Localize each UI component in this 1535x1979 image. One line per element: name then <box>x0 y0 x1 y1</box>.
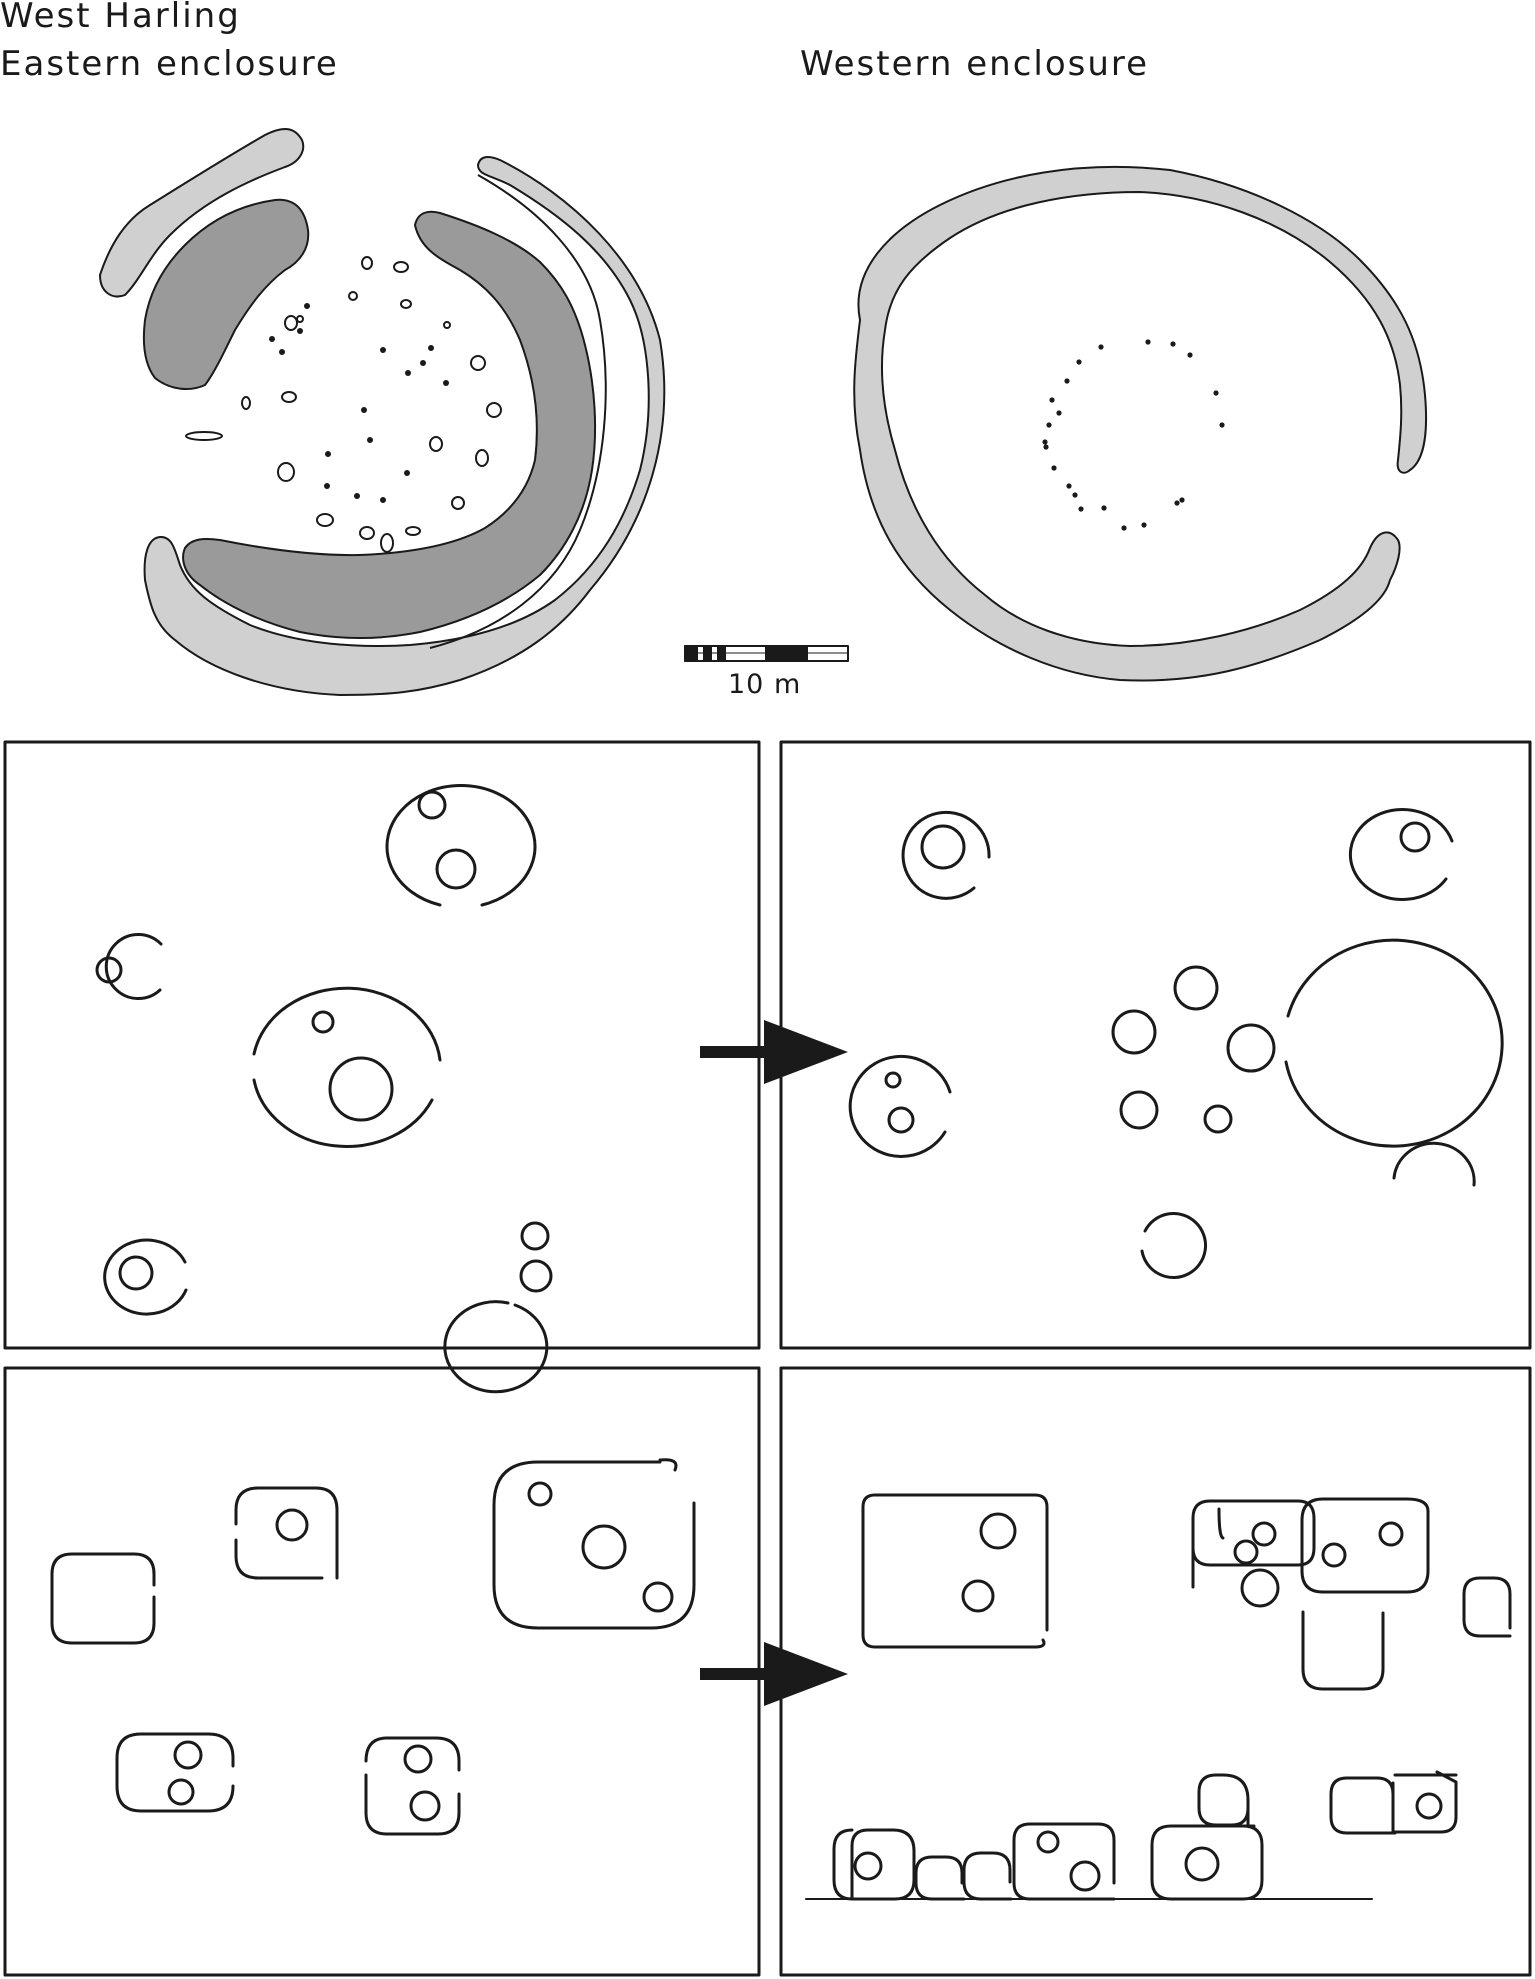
posthole <box>348 291 358 301</box>
posthole <box>429 436 443 452</box>
posthole <box>393 261 409 273</box>
eastern-enclosure-plan <box>99 128 666 696</box>
panel-rect-before <box>3 1366 761 1977</box>
panel-round-before <box>3 740 761 1350</box>
posthole <box>185 431 223 441</box>
eastern-enclosure-label: Eastern enclosure <box>0 44 339 84</box>
rect-house <box>1391 1770 1458 1834</box>
roundhouse <box>103 1238 188 1316</box>
rect-house <box>1012 1822 1116 1901</box>
rect-houses-before <box>50 1458 696 1836</box>
rect-house <box>1150 1824 1264 1901</box>
posthole <box>296 315 304 323</box>
rect-house <box>962 1851 1013 1901</box>
roundhouse <box>1140 1212 1207 1279</box>
rect-house <box>364 1736 461 1836</box>
roundhouse <box>443 1300 549 1394</box>
roundhouse <box>385 784 537 907</box>
eastern-outer-bank-se <box>143 156 666 696</box>
rect-house <box>492 1458 696 1630</box>
posthole <box>486 402 502 418</box>
roundhouse <box>1348 807 1454 901</box>
scale-label: 10 m <box>728 669 801 700</box>
roundhouse <box>1392 1141 1476 1187</box>
rect-house <box>1301 1610 1385 1691</box>
scale-bar <box>684 645 849 662</box>
eastern-inner-bank-nw <box>142 198 310 391</box>
western-ring-bank <box>853 165 1428 682</box>
round-houses-before <box>95 784 553 1394</box>
posthole <box>405 526 421 536</box>
posthole <box>316 513 334 527</box>
posthole <box>281 391 297 403</box>
rect-house <box>50 1552 156 1645</box>
rect-house <box>861 1493 1049 1649</box>
posthole <box>400 299 412 309</box>
rect-house <box>1300 1497 1430 1594</box>
rect-houses-after <box>805 1493 1512 1901</box>
rect-house <box>115 1732 235 1813</box>
posthole <box>361 256 373 270</box>
eastern-outer-bank-nw <box>99 128 305 298</box>
posthole <box>451 496 465 510</box>
roundhouse <box>848 1054 952 1158</box>
posthole <box>380 533 394 553</box>
posthole <box>475 449 489 467</box>
rect-house <box>1197 1773 1250 1827</box>
rect-house <box>1191 1499 1316 1589</box>
posthole <box>241 396 251 410</box>
rect-house <box>832 1828 916 1901</box>
rect-house <box>1462 1576 1512 1638</box>
posthole <box>359 526 375 540</box>
posthole <box>470 355 486 371</box>
panel-rect-after <box>779 1366 1532 1977</box>
posthole <box>277 462 295 482</box>
posthole <box>443 321 451 329</box>
roundhouse <box>104 933 163 1001</box>
western-enclosure-label: Western enclosure <box>800 44 1150 84</box>
site-title: West Harling <box>0 0 241 36</box>
posthole <box>284 315 298 331</box>
roundhouse <box>252 986 442 1148</box>
round-houses-after <box>848 807 1504 1279</box>
eastern-inner-channel <box>429 174 607 649</box>
eastern-inner-bank-se <box>182 210 597 639</box>
rect-house <box>234 1486 339 1580</box>
roundhouse <box>901 810 991 900</box>
roundhouse <box>1284 938 1504 1148</box>
panel-round-after <box>779 740 1532 1350</box>
rect-house <box>1329 1776 1397 1835</box>
rect-house <box>914 1855 966 1901</box>
western-enclosure-plan <box>853 165 1428 682</box>
transition-arrow-top <box>700 1020 848 1084</box>
transition-arrow-bottom <box>700 1642 848 1706</box>
